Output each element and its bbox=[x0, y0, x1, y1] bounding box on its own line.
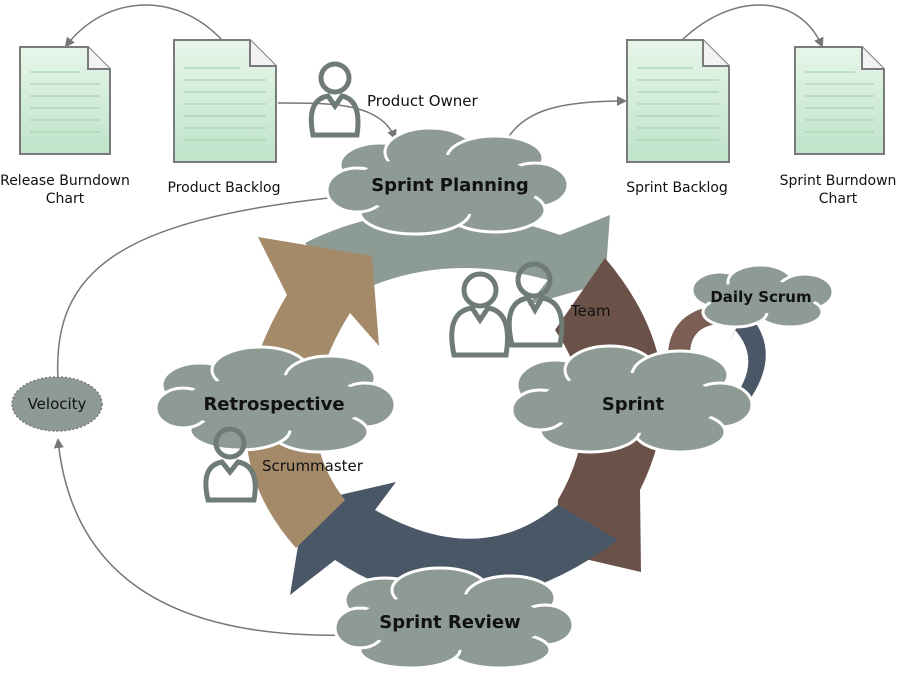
team-member-2-person-icon bbox=[506, 261, 565, 348]
sprint-burndown-label-line2: Chart bbox=[819, 191, 858, 207]
sprint-planning-cloud bbox=[325, 126, 570, 236]
sprint-review-cloud bbox=[333, 566, 575, 670]
review-to-velocity-arrow bbox=[53, 438, 351, 636]
scrummaster-person-icon bbox=[203, 426, 258, 503]
sprint-label: Sprint bbox=[602, 394, 665, 415]
product-backlog-to-planning-arrow bbox=[277, 102, 397, 140]
sprint-review-label: Sprint Review bbox=[379, 612, 520, 633]
sprint-planning-label: Sprint Planning bbox=[371, 175, 529, 196]
daily-scrum-return-arrow bbox=[728, 310, 766, 402]
planning-to-sprint-backlog-arrow bbox=[502, 96, 627, 148]
velocity-to-planning-arrow bbox=[56, 192, 340, 381]
backlog-to-release-burndown-arrow bbox=[64, 4, 223, 48]
product-owner-label: Product Owner bbox=[367, 92, 479, 110]
release-burndown-label-line2: Chart bbox=[46, 191, 85, 207]
sprint-cloud bbox=[510, 344, 754, 454]
daily-scrum-cloud bbox=[690, 263, 835, 329]
release-burndown-label-line1: Release Burndown bbox=[0, 173, 130, 189]
review-arc bbox=[290, 482, 618, 601]
velocity-label: Velocity bbox=[28, 395, 87, 413]
velocity-cloud bbox=[11, 376, 103, 432]
team-member-1-person-icon bbox=[449, 271, 510, 358]
sprint-backlog-to-burndown-arrow bbox=[681, 4, 824, 48]
sprint-backlog-document bbox=[626, 39, 730, 163]
release-burndown-document bbox=[19, 46, 111, 155]
product-backlog-label: Product Backlog bbox=[168, 180, 281, 196]
connectors bbox=[53, 4, 824, 636]
sprint-burndown-document bbox=[794, 46, 885, 155]
sprint-backlog-label: Sprint Backlog bbox=[626, 180, 728, 196]
sprint-burndown-label-line1: Sprint Burndown bbox=[780, 173, 897, 189]
scrummaster-label: Scrummaster bbox=[262, 457, 364, 475]
product-owner-person-icon bbox=[308, 61, 361, 138]
product-backlog-document bbox=[173, 39, 277, 163]
retrospective-label: Retrospective bbox=[203, 394, 344, 415]
planning-arc bbox=[305, 211, 610, 305]
daily-scrum-label: Daily Scrum bbox=[710, 288, 811, 306]
team-label: Team bbox=[570, 302, 611, 320]
